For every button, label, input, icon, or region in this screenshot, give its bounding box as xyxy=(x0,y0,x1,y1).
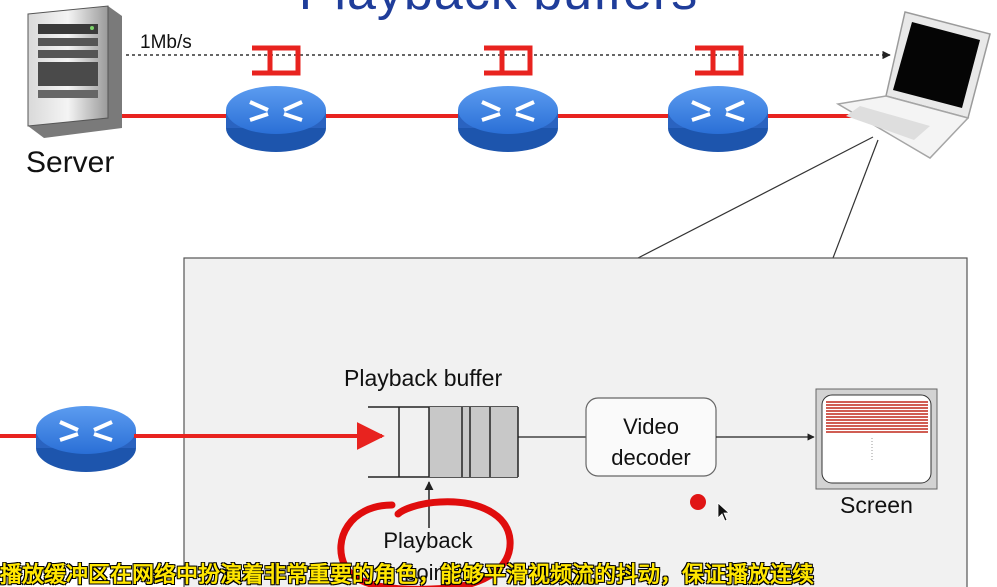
decoder-label-line2: decoder xyxy=(611,445,691,470)
decoder-label-line1: Video xyxy=(623,414,679,439)
buffer-label: Playback buffer xyxy=(344,365,502,391)
subtitle-bar: 播放缓冲区在网络中扮演着非常重要的角色，能够平滑视频流的抖动，保证播放连续 xyxy=(0,562,815,587)
queue-icon xyxy=(695,45,744,76)
server-label: Server xyxy=(26,146,114,179)
zoom-line-left xyxy=(637,136,874,259)
screen-icon xyxy=(815,388,938,490)
zoom-line-right xyxy=(832,139,879,259)
router-icon xyxy=(226,86,326,152)
playback-buffer xyxy=(368,406,519,478)
link-rate-label: 1Mb/s xyxy=(140,32,192,53)
router-icon xyxy=(668,86,768,152)
server-icon xyxy=(27,5,122,138)
annotation-circle xyxy=(337,498,514,587)
mouse-cursor-icon xyxy=(717,502,731,522)
router-queues xyxy=(252,45,744,76)
screen-label: Screen xyxy=(840,492,913,518)
laptop-icon xyxy=(835,11,991,159)
slide-title: Playback buffers xyxy=(0,0,997,22)
playback-point-label-line1: Playback xyxy=(383,528,473,553)
router-icon xyxy=(458,86,558,152)
playback-point-label-line2: point xyxy=(404,560,452,585)
router-icon xyxy=(36,406,136,472)
queue-icon xyxy=(484,45,533,76)
queue-icon xyxy=(252,45,301,76)
laser-pointer-dot xyxy=(690,494,706,510)
